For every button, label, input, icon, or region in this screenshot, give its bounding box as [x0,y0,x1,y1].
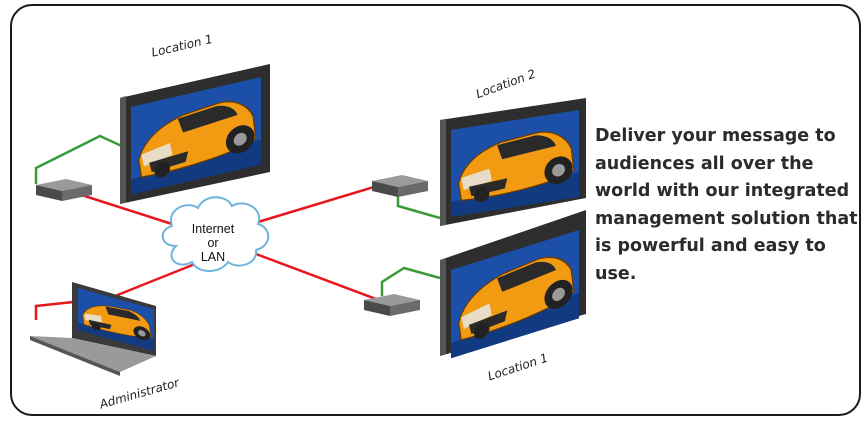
monitor-icon [440,210,586,359]
video-link-location1 [34,134,127,184]
monitor-icon [440,98,586,226]
link-cloud-player3 [255,252,385,304]
promo-message: Deliver your message to audiences all ov… [595,126,858,284]
video-link-location1b [380,266,441,296]
link-cloud-player2 [257,182,385,224]
laptop-icon [30,282,156,376]
cloud-label-line1: Internet [191,222,235,236]
cloud-label: Internet or LAN [168,222,258,264]
cloud-icon [161,196,270,272]
media-player-icon [36,179,92,201]
cloud-label-line2: or [207,236,219,250]
monitor-icon [120,64,270,204]
media-player-icon [372,175,428,197]
diagram-frame [10,4,861,416]
cloud-label-line3: LAN [200,250,226,264]
